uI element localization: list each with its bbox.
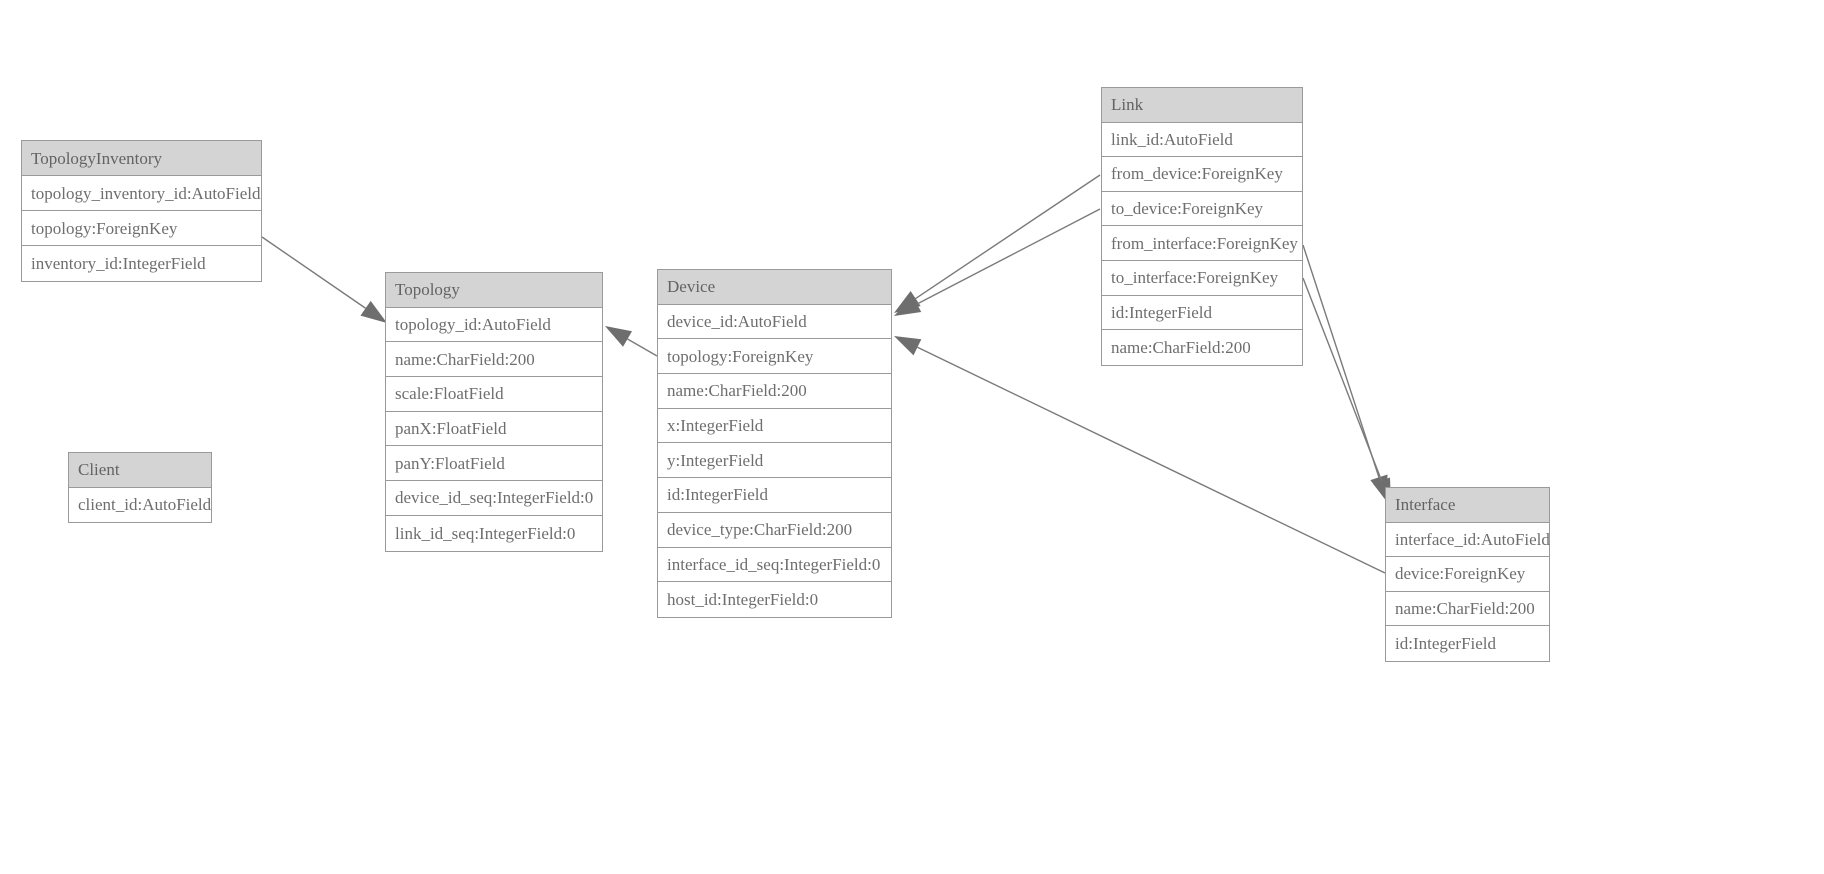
edge-link-to_interface bbox=[1302, 277, 1391, 505]
entity-field: inventory_id:IntegerField bbox=[22, 246, 261, 281]
entity-field: device_id_seq:IntegerField:0 bbox=[386, 481, 602, 516]
entity-field: name:CharField:200 bbox=[658, 374, 891, 409]
entity-field: name:CharField:200 bbox=[1386, 591, 1549, 627]
entity-field: interface_id_seq:IntegerField:0 bbox=[658, 547, 891, 583]
edge-interface-device bbox=[894, 336, 1386, 574]
entity-field: interface_id:AutoField bbox=[1386, 522, 1550, 558]
edge-line bbox=[261, 236, 366, 309]
entity-field: device_id:AutoField bbox=[658, 304, 891, 340]
edge-arrowhead bbox=[894, 296, 922, 316]
entity-title: Topology bbox=[386, 273, 602, 308]
edge-topologyinventory-topology bbox=[261, 236, 387, 323]
entity-field: y:IntegerField bbox=[658, 443, 891, 479]
entity-field: to_device:ForeignKey bbox=[1102, 191, 1302, 227]
entity-title: Link bbox=[1102, 88, 1302, 123]
entity-title: Client bbox=[69, 453, 211, 488]
edge-line bbox=[627, 338, 658, 357]
entity-field: panX:FloatField bbox=[386, 411, 602, 447]
entity-field: topology:ForeignKey bbox=[658, 339, 891, 375]
entity-field: link_id_seq:IntegerField:0 bbox=[386, 515, 602, 551]
edge-arrowhead bbox=[360, 300, 387, 323]
edge-arrowhead bbox=[605, 326, 633, 347]
entity-field: to_interface:ForeignKey bbox=[1102, 260, 1302, 296]
entity-field: panY:FloatField bbox=[386, 446, 602, 482]
edge-line bbox=[915, 174, 1101, 300]
entity-field: device:ForeignKey bbox=[1386, 557, 1549, 592]
edge-line bbox=[1302, 244, 1380, 478]
entity-field: id:IntegerField bbox=[1102, 295, 1302, 331]
entity-field: from_device:ForeignKey bbox=[1102, 157, 1302, 192]
edge-line bbox=[1302, 277, 1383, 482]
edge-arrowhead bbox=[894, 336, 922, 356]
entity-title: Interface bbox=[1386, 488, 1549, 523]
entity-field: topology:ForeignKey bbox=[22, 211, 261, 246]
entity-title: TopologyInventory bbox=[22, 141, 261, 176]
entity-field: id:IntegerField bbox=[658, 478, 891, 513]
entity-field: x:IntegerField bbox=[658, 408, 891, 444]
edge-link-from_interface bbox=[1302, 244, 1388, 502]
edge-device-topology bbox=[605, 326, 658, 357]
entity-field: id:IntegerField bbox=[1386, 626, 1549, 661]
entity-field: from_interface:ForeignKey bbox=[1102, 226, 1302, 261]
entity-field: name:CharField:200 bbox=[386, 342, 602, 378]
entity-field: scale:FloatField bbox=[386, 377, 602, 412]
entity-field: client_id:AutoField bbox=[69, 487, 211, 522]
edge-line bbox=[917, 346, 1386, 574]
entity-field: name:CharField:200 bbox=[1102, 330, 1302, 365]
entity-title: Device bbox=[658, 270, 891, 305]
entity-field: device_type:CharField:200 bbox=[658, 512, 891, 548]
entity-field: host_id:IntegerField:0 bbox=[658, 582, 891, 617]
entity-field: link_id:AutoField bbox=[1102, 122, 1302, 158]
edge-link-from_device bbox=[894, 174, 1101, 313]
edge-link-to_device bbox=[894, 208, 1101, 316]
entity-field: topology_inventory_id:AutoField bbox=[22, 176, 261, 211]
edge-arrowhead bbox=[894, 291, 921, 313]
edge-line bbox=[916, 208, 1101, 305]
entity-field: topology_id:AutoField bbox=[386, 307, 602, 343]
